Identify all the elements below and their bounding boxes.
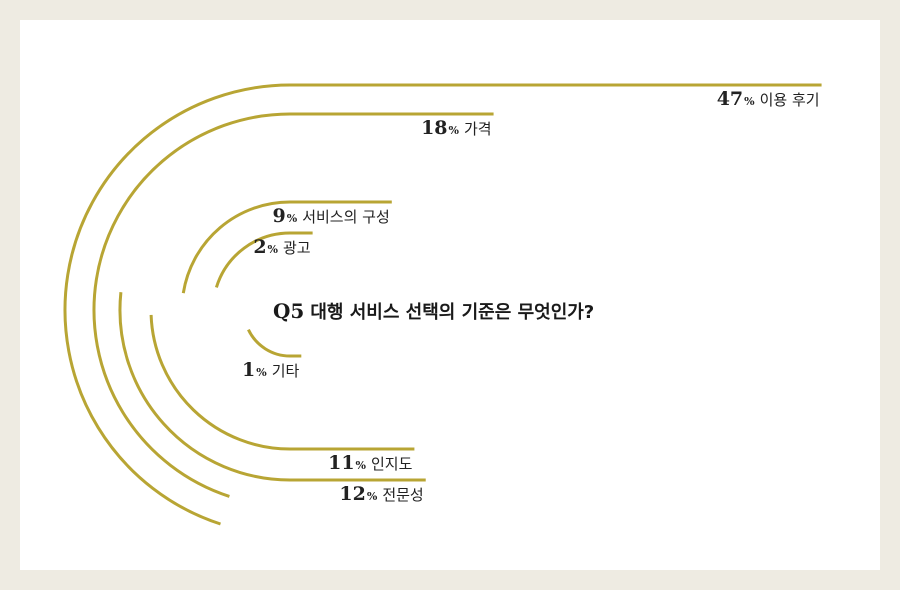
value-label-5: 1 [242,359,255,381]
value-label-4: 2 [253,236,266,258]
category-label-1: 이용 후기 [760,91,820,109]
chart-card: 47%이용 후기 18%가격 9%서비스의 구성 2%광고 1%기타 11%인지도 12%전… [20,20,880,570]
question-text: 대행 서비스 선택의 기준은 무엇인가? [310,302,594,323]
bar-label-6: 11%인지도 [328,452,413,474]
arc-bar-2 [92,112,494,498]
category-label-2: 가격 [464,120,492,138]
arc-bar-1 [63,83,822,526]
value-label-1: 47 [717,88,743,110]
svg-text:18%가격: 18%가격 [421,117,492,139]
arc-bar-4 [214,231,313,288]
arc-bar-5 [247,328,302,358]
svg-text:12%전문성: 12%전문성 [339,483,423,505]
svg-text:9%서비스의 구성: 9%서비스의 구성 [273,205,390,227]
question-number: Q5 [273,299,304,323]
category-label-6: 인지도 [371,455,413,473]
arc-bar-3 [181,200,392,294]
bar-label-2: 18%가격 [421,117,492,139]
radial-bar-chart: 47%이용 후기 18%가격 9%서비스의 구성 2%광고 1%기타 11%인지도 12%전… [63,83,822,526]
svg-text:2%광고: 2%광고 [253,236,310,258]
bar-label-4: 2%광고 [253,236,310,258]
bar-label-7: 12%전문성 [339,483,423,505]
bar-label-5: 1%기타 [242,359,299,381]
bar-label-3: 9%서비스의 구성 [273,205,390,227]
category-label-3: 서비스의 구성 [302,208,390,226]
category-label-7: 전문성 [382,486,423,504]
category-label-4: 광고 [283,239,311,257]
arc-bar-6 [149,314,415,451]
question-title: Q5 대행 서비스 선택의 기준은 무엇인가? [273,299,594,323]
bar-label-1: 47%이용 후기 [717,88,820,110]
arc-bar-7 [118,292,426,482]
svg-text:11%인지도: 11%인지도 [328,452,413,474]
value-label-2: 18 [421,117,447,139]
value-label-3: 9 [273,205,286,227]
category-label-5: 기타 [272,362,300,380]
svg-text:1%기타: 1%기타 [242,359,299,381]
svg-text:47%이용 후기: 47%이용 후기 [717,88,820,110]
value-label-7: 12 [339,483,365,505]
value-label-6: 11 [328,452,354,474]
